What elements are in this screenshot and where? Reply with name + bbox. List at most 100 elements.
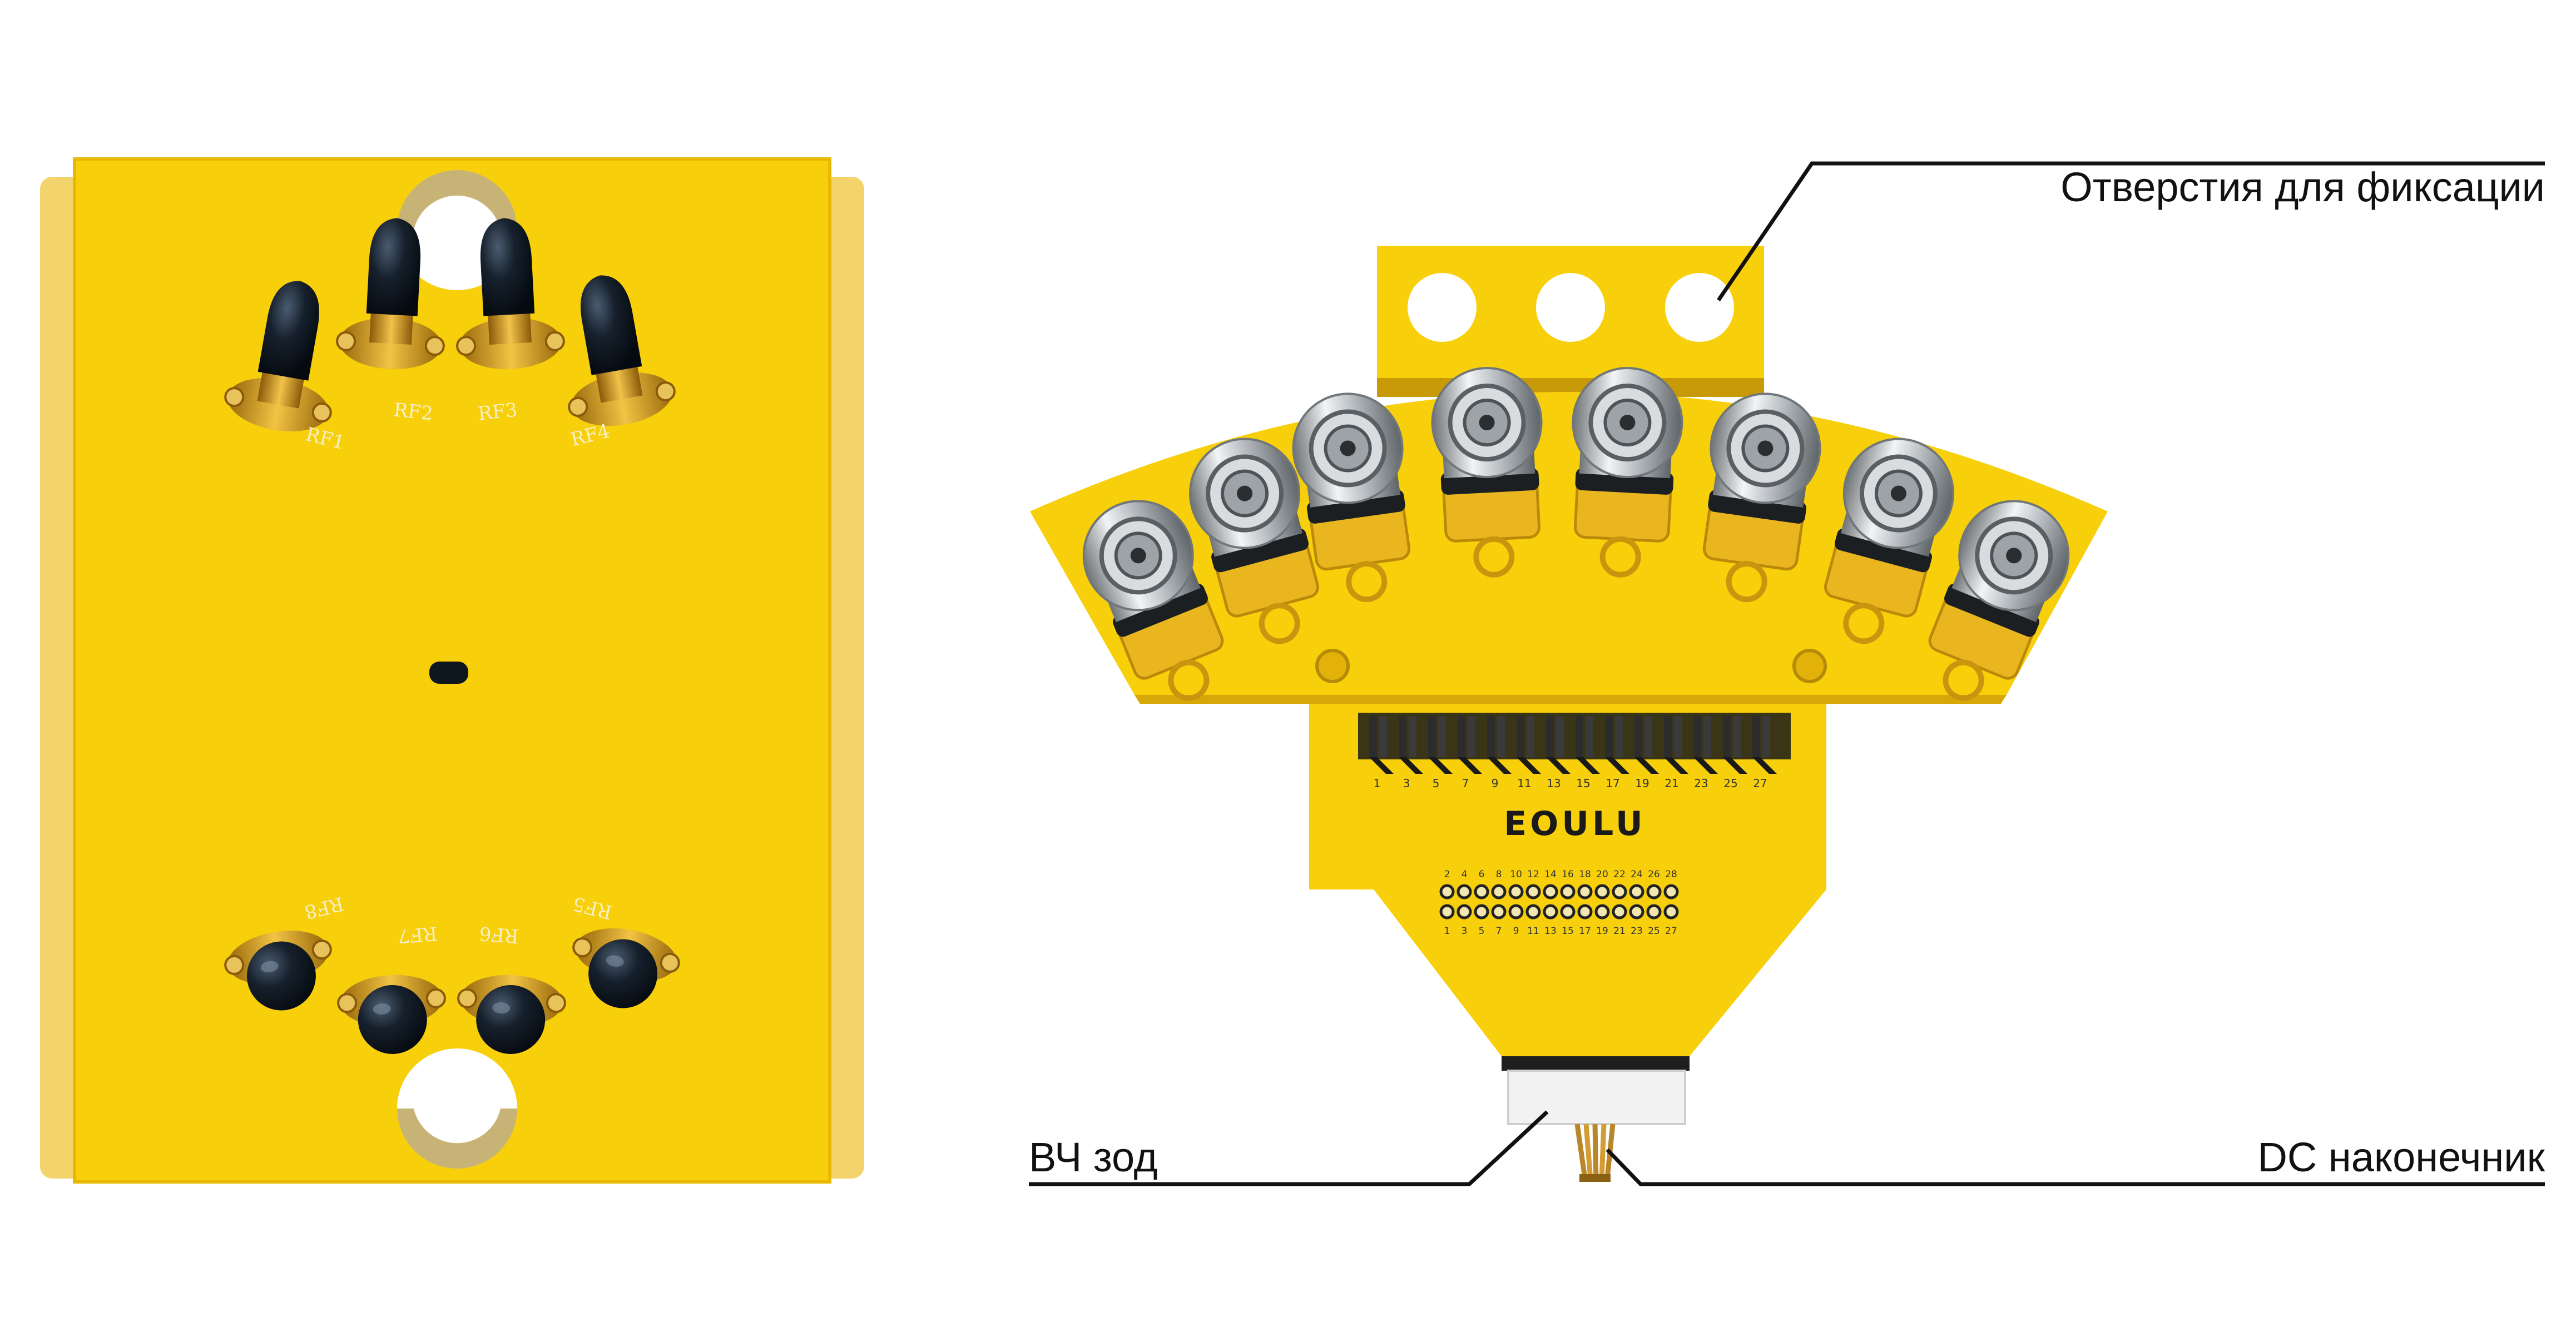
pad-number: 5 [1479, 926, 1485, 937]
rf-connector-bottom-3 [457, 975, 566, 1054]
port-label-bottom: RF6 [479, 922, 519, 947]
probe-tip-housing [1502, 1056, 1690, 1071]
pad-number: 12 [1527, 869, 1539, 880]
board-center-slot [429, 662, 468, 684]
pad-number: 18 [1579, 869, 1591, 880]
header-pin-number: 1 [1374, 777, 1381, 790]
solder-pad [1491, 904, 1507, 920]
port-label-bottom: RF7 [397, 922, 438, 947]
port-label-top: RF2 [393, 399, 434, 425]
fan-rf-connectors [1082, 367, 2070, 701]
port-label-top: RF3 [477, 399, 519, 425]
solder-pad [1560, 884, 1576, 899]
pad-number: 23 [1631, 926, 1643, 937]
callout-fixing-holes: Отверстия для фиксации [2060, 164, 2545, 210]
solder-pad [1577, 884, 1593, 899]
header-pin-number: 23 [1694, 777, 1708, 790]
solder-pad [1629, 884, 1644, 899]
header-pin-number: 5 [1433, 777, 1440, 790]
rf-connector-4 [1431, 367, 1543, 578]
rf-connector-top-3 [456, 218, 565, 370]
probe-tip-block [1507, 1070, 1686, 1125]
pad-number: 26 [1648, 869, 1660, 880]
board-plate-edge [73, 157, 831, 1184]
solder-pad [1663, 884, 1679, 899]
header-pin-number: 17 [1606, 777, 1619, 790]
pad-number: 1 [1444, 926, 1450, 937]
header-pin-number: 3 [1403, 777, 1410, 790]
pad-number: 17 [1579, 926, 1591, 937]
solder-pad [1612, 884, 1627, 899]
pad-number: 8 [1496, 869, 1502, 880]
solder-pad [1474, 884, 1489, 899]
solder-pad [1491, 884, 1507, 899]
header-pin-number: 19 [1635, 777, 1649, 790]
pad-row-bottom [1439, 904, 1679, 920]
header-pin-number: 9 [1492, 777, 1499, 790]
pad-row-top [1439, 884, 1679, 899]
rf-connector-top-2 [336, 218, 445, 370]
rf-connector-1 [1082, 500, 1224, 701]
rf-connector-bottom-2 [337, 975, 446, 1054]
callout-dc-tip: DC наконечник [2257, 1134, 2545, 1180]
pad-number: 10 [1510, 869, 1522, 880]
bottom-connectors [224, 928, 680, 1054]
solder-pad [1474, 904, 1489, 920]
pad-number: 15 [1562, 926, 1574, 937]
rf-connector-3 [1292, 392, 1411, 603]
top-connectors [224, 218, 676, 432]
screw-right [1792, 649, 1827, 683]
solder-pad [1560, 904, 1576, 920]
header-pin-number: 11 [1517, 777, 1531, 790]
pad-number: 13 [1544, 926, 1557, 937]
rf-connector-2 [1189, 438, 1320, 644]
rf-connector-top-1 [224, 281, 332, 432]
solder-pad [1508, 884, 1524, 899]
solder-pad [1439, 884, 1455, 899]
fixing-hole-1 [1408, 273, 1477, 342]
solder-pad [1508, 904, 1524, 920]
fixing-hole-2 [1536, 273, 1605, 342]
pad-number: 24 [1631, 869, 1643, 880]
solder-pad [1439, 904, 1455, 920]
pad-number: 4 [1462, 869, 1468, 880]
solder-pad [1612, 904, 1627, 920]
dc-needles [1574, 1124, 1616, 1182]
callout-line-fixing [1717, 161, 2545, 301]
pin-header [1358, 713, 1791, 774]
callout-rf-probe: ВЧ зод [1029, 1134, 1158, 1180]
pad-number: 3 [1462, 926, 1468, 937]
header-pin-number: 21 [1665, 777, 1678, 790]
pad-number: 14 [1544, 869, 1557, 880]
rf-connector-top-4 [568, 275, 676, 426]
rf-connector-bottom-4 [572, 928, 680, 1008]
solder-pad [1646, 884, 1662, 899]
pad-number: 6 [1479, 869, 1485, 880]
pad-number: 21 [1613, 926, 1626, 937]
rf-connector-6 [1702, 392, 1821, 603]
pad-number: 9 [1513, 926, 1519, 937]
rf-connector-7 [1824, 438, 1954, 644]
pad-number: 20 [1596, 869, 1608, 880]
callout-line-dc [1606, 1148, 2545, 1186]
header-pin-number: 15 [1576, 777, 1590, 790]
solder-pad [1646, 904, 1662, 920]
pad-number: 27 [1665, 926, 1677, 937]
solder-pad [1525, 904, 1541, 920]
header-pin-number: 13 [1547, 777, 1561, 790]
probe-lower-body [1309, 704, 1826, 1056]
header-pin-number: 7 [1462, 777, 1469, 790]
rf-connector-5 [1572, 367, 1683, 578]
solder-pad [1663, 904, 1679, 920]
pad-number: 19 [1596, 926, 1608, 937]
pad-number: 7 [1496, 926, 1502, 937]
fixing-hole-3 [1665, 273, 1734, 342]
pad-number: 16 [1562, 869, 1574, 880]
solder-pad [1594, 904, 1610, 920]
